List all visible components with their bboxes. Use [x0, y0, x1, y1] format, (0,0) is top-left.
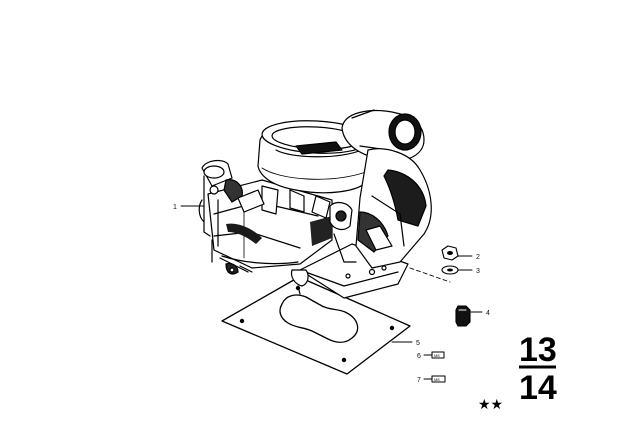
rating-stars: ★★ [478, 397, 503, 413]
carburetor-assembly [198, 109, 432, 299]
part-7-mark: M8 [434, 377, 440, 382]
section-number-bottom: 14 [519, 369, 557, 407]
callout-1: 1 [173, 204, 177, 211]
callout-4: 4 [486, 310, 490, 317]
nut-and-washer [441, 245, 459, 275]
flange-gasket [221, 276, 411, 375]
callout-6: 6 [417, 353, 421, 360]
callout-5: 5 [416, 340, 420, 347]
callout-2: 2 [476, 254, 480, 261]
section-number-top: 13 [519, 331, 557, 369]
plug-cap [455, 305, 471, 327]
leader-lines [180, 205, 483, 380]
callout-7: 7 [417, 377, 421, 384]
callout-3: 3 [476, 268, 480, 275]
part-6-mark: M8 [434, 353, 440, 358]
